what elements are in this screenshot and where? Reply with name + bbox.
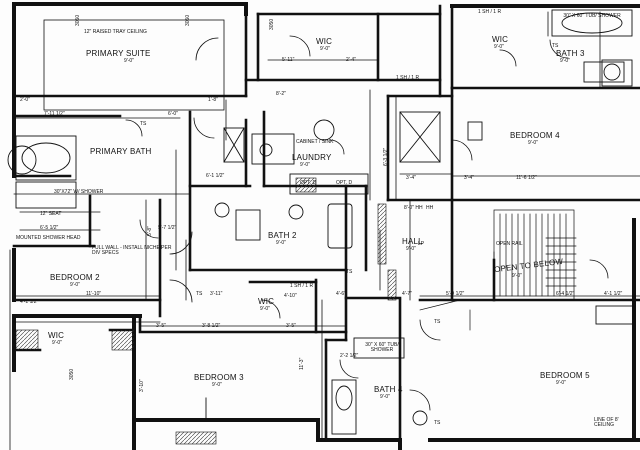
tag-ts: TS bbox=[196, 291, 203, 297]
dimension: 3'-10" bbox=[139, 379, 145, 392]
dimension: 6'-1 1/2" bbox=[206, 173, 225, 179]
ceiling-height: 9'-0" bbox=[52, 340, 62, 346]
note-full-wall: FULL WALL - INSTALL NICHE PER DIV SPECS bbox=[92, 245, 172, 256]
ceiling-height: 9'-0" bbox=[380, 394, 390, 400]
dimension: 5'-8" bbox=[147, 226, 153, 236]
dimension: 8'-2" bbox=[276, 91, 286, 97]
room-label-bath-3: BATH 3 bbox=[556, 49, 585, 58]
note-tub-2: 30" X 60" TUB/ SHOWER bbox=[365, 342, 399, 353]
ceiling-height: 9'-0" bbox=[260, 306, 270, 312]
tag-window-number: 3050 bbox=[69, 368, 75, 380]
tag-lp: LP bbox=[418, 241, 425, 247]
ceiling-height: 9'-0" bbox=[300, 162, 310, 168]
dimension: 3'-5" bbox=[156, 323, 166, 329]
dimension: 6'-4 1/2" bbox=[556, 291, 575, 297]
room-label-wic-top: WIC bbox=[316, 37, 333, 46]
ceiling-height: 9'-0" bbox=[528, 140, 538, 146]
ceiling-height: 9'-0" bbox=[512, 273, 522, 279]
dimension: 3'-4" bbox=[406, 175, 416, 181]
dimension: 6'-5 1/2" bbox=[40, 225, 59, 231]
door-swings bbox=[125, 35, 609, 411]
dimension: 7'-11 1/2" bbox=[44, 111, 65, 117]
note-opt-d2: OPT. D bbox=[336, 180, 353, 186]
dimension: 3'-4" bbox=[464, 175, 474, 181]
ceiling-height: 9'-0" bbox=[406, 246, 416, 252]
dimension: 5'-9 1/2" bbox=[446, 291, 465, 297]
dimension: 1'-8" bbox=[208, 97, 218, 103]
room-label-bedroom-4: BEDROOM 4 bbox=[510, 131, 560, 140]
note-tray-ceiling: 12" RAISED TRAY CEILING bbox=[84, 29, 147, 35]
dimension: 11'-10" bbox=[86, 291, 102, 297]
tag-window-number: 3050 bbox=[75, 14, 81, 26]
dimension: 11'-3" bbox=[299, 357, 305, 370]
note-line-ceiling: LINE OF 8' CEILING bbox=[594, 417, 619, 428]
dimension: 3'-5" bbox=[286, 323, 296, 329]
dimension: 4'-6" bbox=[336, 291, 346, 297]
room-label-bath-2: BATH 2 bbox=[268, 231, 297, 240]
tag-window-number: 3050 bbox=[269, 18, 275, 30]
room-label-wic-top-right: WIC bbox=[492, 35, 509, 44]
dimension: 4'-7" bbox=[402, 291, 412, 297]
note-cabinet-sink: CABINET / SINK bbox=[296, 139, 334, 145]
ceiling-height: 9'-0" bbox=[560, 58, 570, 64]
tag-ts: TS bbox=[434, 420, 441, 426]
ceiling-height: 9'-0" bbox=[320, 46, 330, 52]
fixtures bbox=[7, 9, 635, 435]
dimension: 4'-1 1/2" bbox=[604, 291, 623, 297]
dimension: 5'-7 1/2" bbox=[158, 225, 177, 231]
note-sh-2: 1 SH / 1 R bbox=[290, 283, 314, 289]
note-tub-1: 30" X 60" TUB/ SHOWER bbox=[563, 13, 621, 19]
room-label-hall: HALL bbox=[402, 237, 423, 246]
interior-walls bbox=[12, 4, 640, 442]
dimension: 4'-1 1/2" bbox=[20, 299, 39, 305]
room-label-primary-bath: PRIMARY BATH bbox=[90, 147, 152, 156]
room-label-bath-4: BATH 4 bbox=[374, 385, 403, 394]
room-label-laundry: LAUNDRY bbox=[292, 153, 332, 162]
tag-hh: HH bbox=[426, 205, 434, 211]
note-seat: 12" SEAT bbox=[40, 211, 62, 217]
room-label-bedroom-2: BEDROOM 2 bbox=[50, 273, 100, 282]
tag-ts: TS bbox=[552, 43, 559, 49]
ceiling-height: 9'-0" bbox=[556, 380, 566, 386]
stair-treads bbox=[419, 209, 577, 331]
tag-window-number: 3050 bbox=[185, 14, 191, 26]
room-label-bedroom-3: BEDROOM 3 bbox=[194, 373, 244, 382]
dimension: 2'-2 1/2" bbox=[340, 353, 359, 359]
room-label-primary-suite: PRIMARY SUITE bbox=[86, 49, 151, 58]
room-label-bedroom-5: BEDROOM 5 bbox=[540, 371, 590, 380]
note-sh-3: 1 SH / 1 R bbox=[396, 75, 420, 81]
ceiling-height: 9'-0" bbox=[124, 58, 134, 64]
ceiling-height: 9'-0" bbox=[70, 282, 80, 288]
ceiling-height: 9'-0" bbox=[276, 240, 286, 246]
hatched-framing bbox=[15, 177, 397, 445]
room-label-wic-mid: WIC bbox=[258, 297, 275, 306]
note-shower-head: MOUNTED SHOWER HEAD bbox=[16, 235, 81, 241]
dimension: 5'-11" bbox=[282, 57, 295, 63]
ceiling-height: 9'-0" bbox=[494, 44, 504, 50]
dimension: 3'-8 1/2" bbox=[202, 323, 221, 329]
tag-ts: TS bbox=[346, 269, 353, 275]
dimension: 2'-0" bbox=[20, 97, 30, 103]
note-shower: 30"X72" W/ SHOWER bbox=[54, 189, 104, 195]
note-opt-d: OPT. D bbox=[300, 180, 317, 186]
tag-ts: TS bbox=[140, 121, 147, 127]
tag-ts: TS bbox=[434, 319, 441, 325]
dimension: 6'-0" bbox=[168, 111, 178, 117]
dimension: 11'-6 1/2" bbox=[516, 175, 537, 181]
note-hh: 8'-0" HH bbox=[404, 205, 423, 211]
dimension: 4'-10" bbox=[284, 293, 297, 299]
room-label-wic-left: WIC bbox=[48, 331, 65, 340]
dimension: 6'-3 1/2" bbox=[383, 147, 389, 166]
note-sh-1: 1 SH / 1 R bbox=[478, 9, 502, 15]
dimension: 3'-11" bbox=[210, 291, 223, 297]
dimension: 2'-4" bbox=[346, 57, 356, 63]
note-open-rail: OPEN RAIL bbox=[496, 241, 523, 247]
ceiling-height: 9'-0" bbox=[212, 382, 222, 388]
